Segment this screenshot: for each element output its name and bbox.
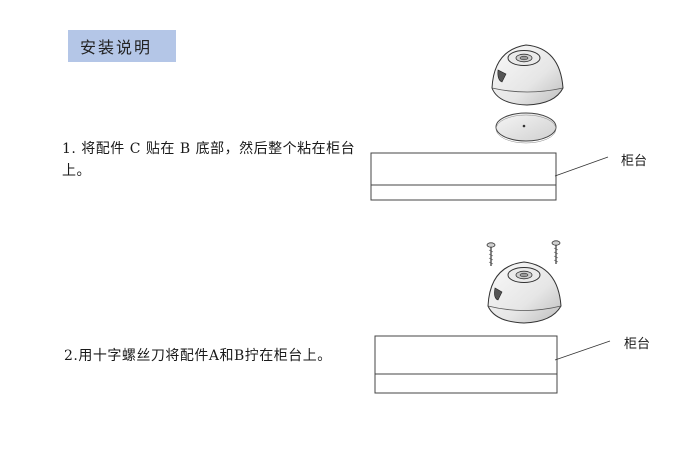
dome-sensor-bottom <box>487 261 562 324</box>
step-2-text: 2.用十字螺丝刀将配件A和B拧在柜台上。 <box>64 348 332 364</box>
page-title-text: 安装说明 <box>80 38 153 57</box>
cabinet-label-1: 柜台 <box>621 154 648 169</box>
dome-sensor-top <box>491 44 564 106</box>
screw-right <box>551 240 561 264</box>
step-1-text: 1. 将配件 C 贴在 B 底部，然后整个粘在柜台上。 <box>62 141 356 179</box>
cabinet-label-2: 柜台 <box>624 337 651 352</box>
adhesive-pad <box>495 112 557 144</box>
counter-1 <box>370 152 557 201</box>
screw-left <box>486 242 496 266</box>
page-title: 安装说明 <box>68 30 176 62</box>
counter-2 <box>374 335 558 394</box>
